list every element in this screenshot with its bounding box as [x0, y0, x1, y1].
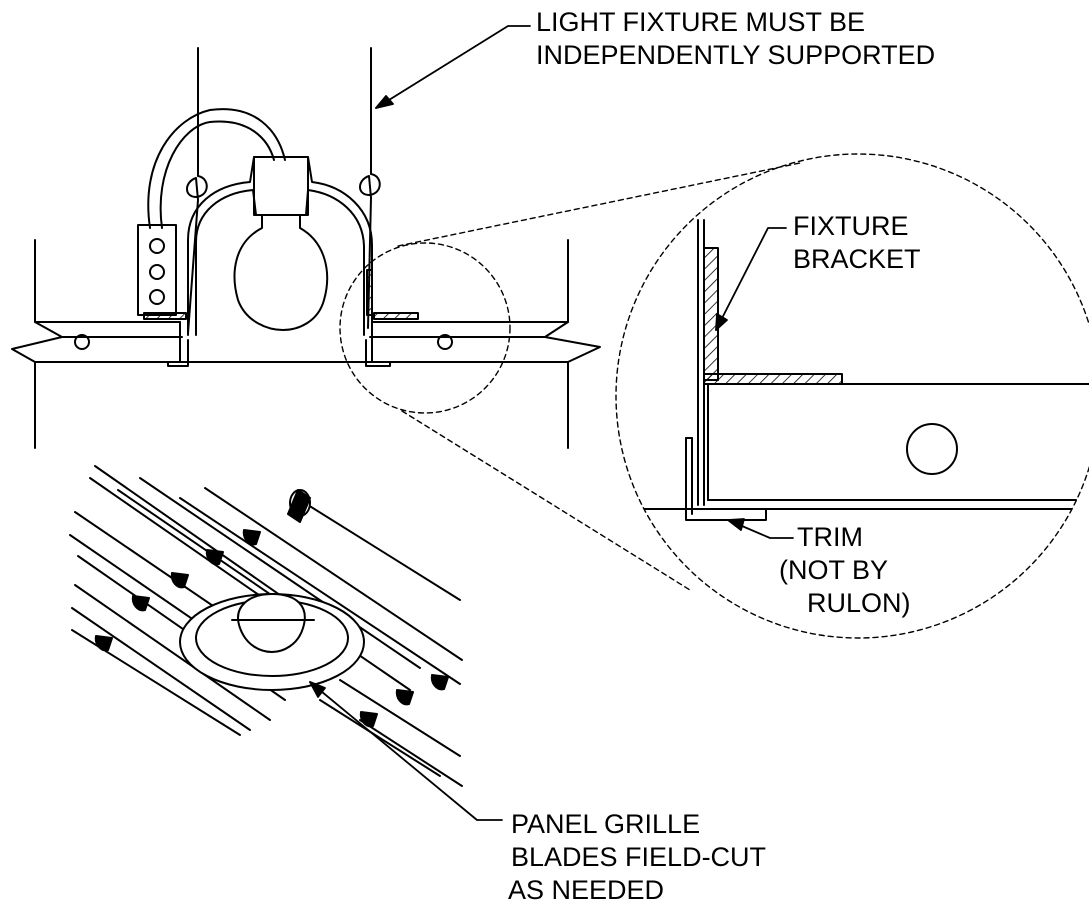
junction-knockout-3 [149, 289, 165, 305]
fixture-housing-inner [195, 189, 365, 336]
rail-detail-hole [906, 423, 958, 475]
callout-trim: TRIM (NOT BY RULON) [779, 521, 911, 620]
callout-light-fixture-line2: INDEPENDENTLY SUPPORTED [536, 40, 936, 70]
junction-knockout-2 [149, 264, 165, 280]
leader-fixture-bracket [715, 227, 787, 331]
detail-callout-circle [339, 242, 511, 414]
fixture-bracket-left-hatch [143, 312, 187, 320]
hanger-wire-left [187, 199, 199, 334]
fixture-bracket-foot-hatch [703, 373, 843, 385]
wall-outline-right [371, 239, 569, 323]
callout-trim-line1: TRIM [797, 522, 863, 552]
rail-break-left [11, 321, 63, 363]
callout-fixture-bracket: FIXTURE BRACKET [793, 210, 921, 276]
conduit-loop [147, 108, 286, 229]
detail-projection-line-bottom [401, 410, 691, 591]
callout-panel-grille-line3: AS NEEDED [508, 875, 665, 905]
rail-hole-left [74, 334, 90, 350]
fixture-housing [187, 156, 373, 336]
hanger-clip-right [359, 173, 381, 199]
trim-right [365, 339, 391, 367]
fixture-bracket-vertical-right-hatch [366, 269, 373, 316]
fixture-bracket-detail-hatch [703, 247, 719, 381]
rail-hole-right [437, 334, 453, 350]
callout-light-fixture: LIGHT FIXTURE MUST BE INDEPENDENTLY SUPP… [536, 6, 935, 72]
panel-grille-perspective [69, 465, 463, 787]
leader-lines [309, 25, 794, 821]
lamp-bulb [233, 214, 329, 331]
callout-trim-line2: (NOT BY [779, 555, 889, 585]
trim-left [167, 339, 189, 367]
leader-panel-grille [309, 681, 503, 821]
callout-light-fixture-line1: LIGHT FIXTURE MUST BE [536, 7, 866, 37]
enlarged-detail-circle [615, 153, 1089, 639]
callout-panel-grille: PANEL GRILLE BLADES FIELD-CUT AS NEEDED [508, 808, 767, 907]
callout-panel-grille-line1: PANEL GRILLE [511, 809, 701, 839]
rail-break-right [544, 321, 601, 363]
callout-panel-grille-line2: BLADES FIELD-CUT [511, 842, 767, 872]
fixture-bracket-right-hatch [373, 312, 419, 320]
detail-projection-line-top [397, 162, 801, 247]
grille-lamp [237, 593, 306, 653]
junction-knockout-1 [149, 238, 165, 254]
trim-detail [685, 437, 767, 521]
callout-trim-line3: RULON) [807, 588, 911, 618]
hanger-clip-left [186, 175, 208, 201]
lamp-socket [253, 156, 309, 216]
conduit-loop-inner [159, 120, 275, 229]
leader-light-fixture [375, 25, 531, 109]
callout-fixture-bracket-line1: FIXTURE [793, 211, 909, 241]
callout-fixture-bracket-line2: BRACKET [793, 244, 921, 274]
enlarged-detail-view [615, 153, 1089, 639]
fixture-section-view [11, 47, 601, 449]
